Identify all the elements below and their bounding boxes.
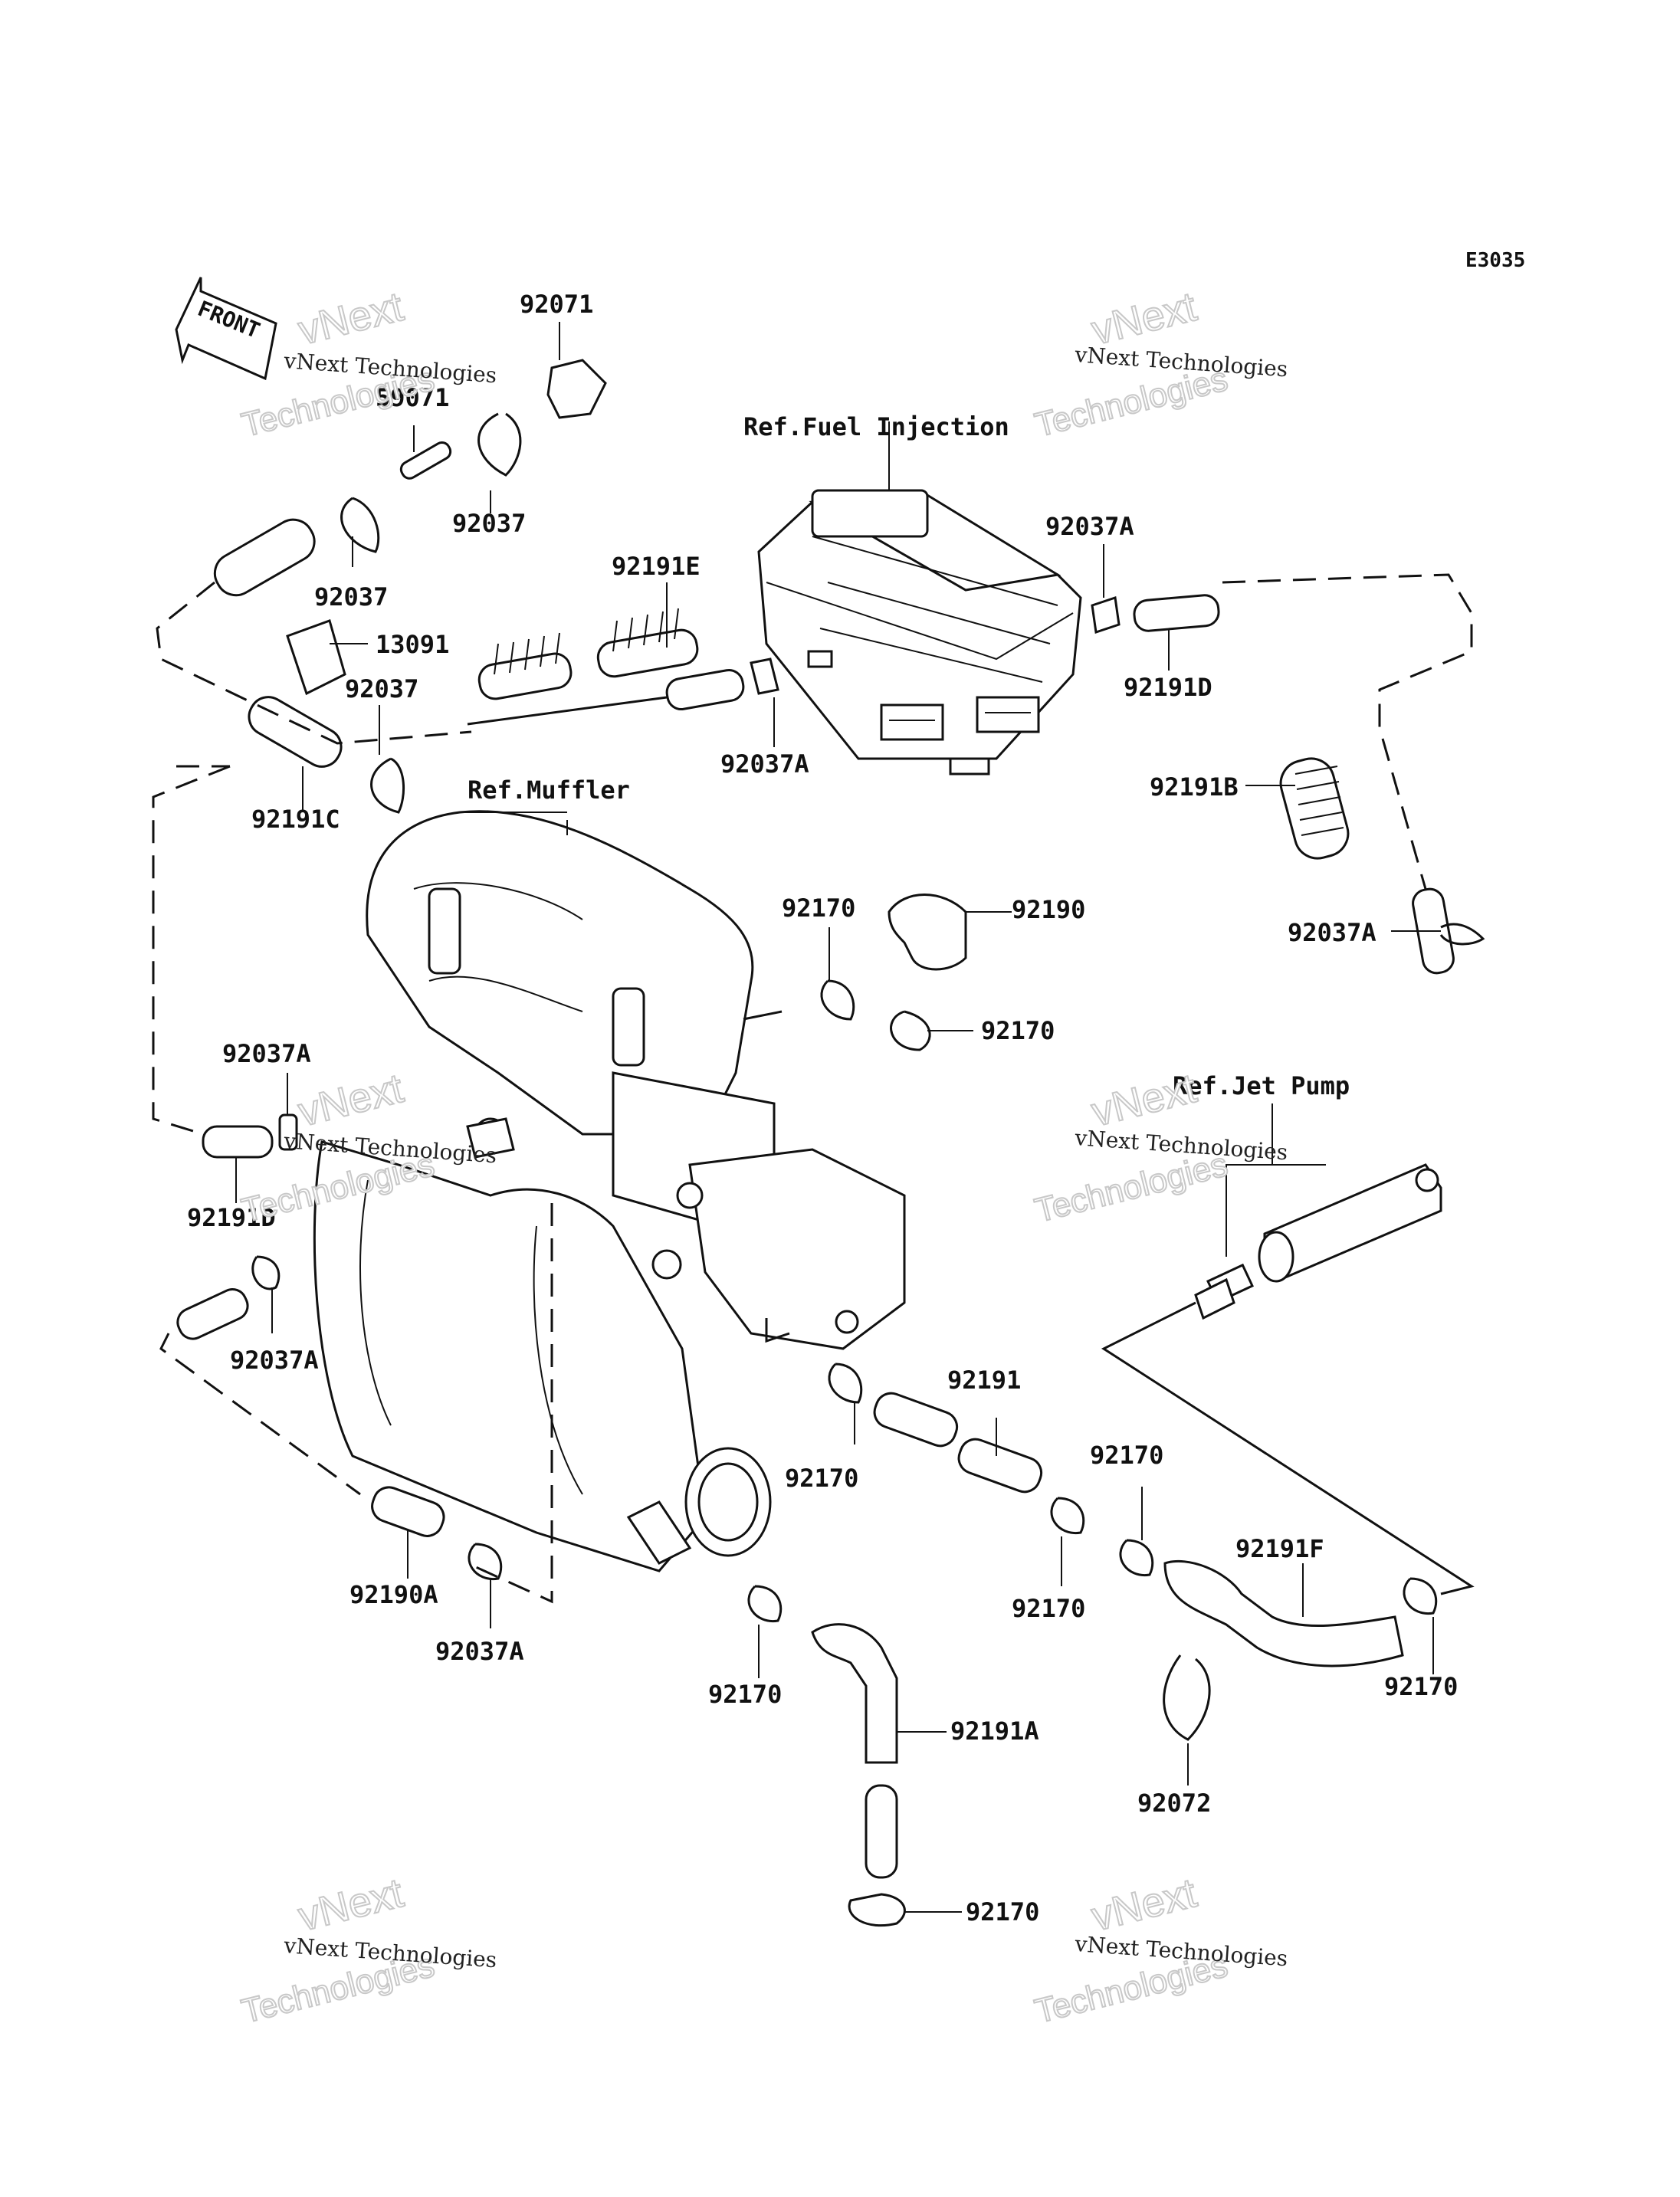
ecu-unit-drawing xyxy=(757,489,1082,776)
ref-jet-pump-label: Ref.Jet Pump xyxy=(1173,1071,1350,1100)
part-label: 13091 xyxy=(376,630,449,659)
watermark: vNext Technologies vNext Technologies xyxy=(238,1869,498,2031)
part-label: 92037A xyxy=(435,1637,524,1666)
part-label: 92037A xyxy=(1288,918,1376,947)
svg-text:vNext: vNext xyxy=(294,1065,407,1136)
routing-lines xyxy=(152,573,1475,1604)
part-label: 92170 xyxy=(1012,1594,1085,1623)
part-label: 92191B xyxy=(1150,772,1239,802)
part-label: 92170 xyxy=(966,1897,1039,1926)
part-label: 92191C xyxy=(251,805,340,834)
part-label: 92190A xyxy=(349,1580,438,1609)
part-label: 92191D xyxy=(187,1203,276,1232)
watermark: vNext Technologies vNext Technologies xyxy=(1031,1869,1289,2031)
part-label: 92191 xyxy=(947,1366,1021,1395)
part-label: 92037 xyxy=(452,509,526,538)
front-arrow-icon: FRONT xyxy=(175,277,277,381)
part-label: 92170 xyxy=(785,1464,858,1493)
ref-fuel-injection-label: Ref.Fuel Injection xyxy=(743,412,1009,441)
part-label: 92072 xyxy=(1137,1789,1211,1818)
svg-text:vNext: vNext xyxy=(294,284,407,354)
part-label: 92191F xyxy=(1235,1534,1324,1563)
ref-muffler-label: Ref.Muffler xyxy=(468,776,630,805)
part-label: 92170 xyxy=(1090,1441,1163,1470)
part-label: 92191A xyxy=(950,1717,1039,1746)
part-label: 92170 xyxy=(708,1680,782,1709)
watermark: vNext Technologies vNext Technologies xyxy=(238,283,498,445)
part-label: 92037A xyxy=(230,1346,319,1375)
watermark: vNext Technologies vNext Technologies xyxy=(1031,283,1289,445)
part-label: 92191D xyxy=(1124,673,1212,702)
part-label: 92071 xyxy=(520,290,593,319)
part-label: 59071 xyxy=(376,383,449,412)
part-label: 92037 xyxy=(314,582,388,612)
leader-lines xyxy=(235,322,1441,1913)
part-label: 92170 xyxy=(981,1016,1055,1045)
diagram-code: E3035 xyxy=(1465,249,1525,272)
part-label: 92170 xyxy=(1384,1672,1458,1701)
part-label: 92037A xyxy=(1045,512,1134,541)
svg-text:vNext: vNext xyxy=(294,1870,407,1940)
svg-text:vNext: vNext xyxy=(1087,1065,1200,1136)
muffler-assembly-drawing xyxy=(313,810,906,1572)
svg-text:vNext: vNext xyxy=(1087,1870,1200,1940)
hoses-and-clamps-drawing xyxy=(176,359,1485,1927)
part-label: 92037A xyxy=(720,749,809,779)
part-label: 92190 xyxy=(1012,895,1085,924)
part-label: 92037 xyxy=(345,674,418,703)
jet-pump-cylinder-drawing xyxy=(1194,1163,1442,1320)
part-label: 92170 xyxy=(782,894,855,923)
part-label: 92191E xyxy=(612,552,701,581)
part-label: 92037A xyxy=(222,1039,311,1068)
